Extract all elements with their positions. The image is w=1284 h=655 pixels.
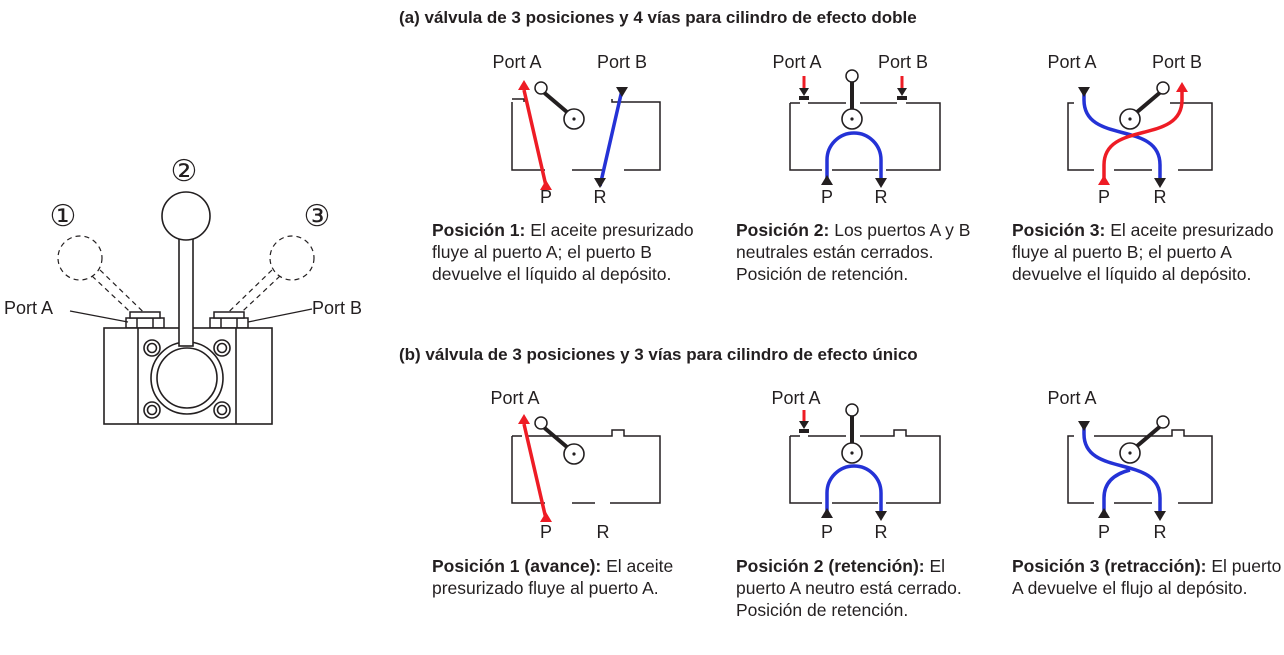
diagram-b3-port-a-label: Port A xyxy=(1047,388,1096,408)
diagram-b1-port-a-label: Port A xyxy=(490,388,539,408)
diagram-b1-p-label: P xyxy=(540,522,552,542)
port-b-callout: Port B xyxy=(312,298,362,318)
diagram-a1-return-line xyxy=(598,89,624,187)
diagram-a1-p-label: P xyxy=(540,187,552,207)
diagram-a2-p-label: P xyxy=(821,187,833,207)
caption-a2-heading: Posición 2: xyxy=(736,220,830,240)
diagram-b1-pressure-line xyxy=(522,423,548,520)
lever-position-3-label: ③ xyxy=(304,200,331,233)
section-a-title: (a) válvula de 3 posiciones y 4 vías par… xyxy=(399,8,917,27)
diagram-a3-return-line xyxy=(1082,92,1162,180)
diagram-a3-port-b-label: Port B xyxy=(1152,52,1202,72)
caption-b1: Posición 1 (avance): El aceite presuriza… xyxy=(432,555,722,599)
caption-b3-text: El puerto A devuelve el flujo al depósit… xyxy=(1012,556,1282,598)
caption-b1-heading: Posición 1 (avance): xyxy=(432,556,602,576)
diagram-b2-return-arc xyxy=(825,464,883,513)
caption-b2-text: El puerto A neutro está cerrado. Posició… xyxy=(736,556,962,620)
diagram-a3-pressure-line xyxy=(1102,92,1184,180)
port-b-fitting xyxy=(209,311,249,329)
caption-a2-text: Los puertos A y B neutrales están cerrad… xyxy=(736,220,971,284)
diagram-a3: Port A Port B P R xyxy=(1047,52,1213,207)
caption-b2: Posición 2 (retención): El puerto A neut… xyxy=(736,555,998,621)
diagram-a1-port-b-label: Port B xyxy=(597,52,647,72)
caption-a2: Posición 2: Los puertos A y B neutrales … xyxy=(736,219,991,285)
diagram-a1-r-label: R xyxy=(594,187,607,207)
lever-position-2-label: ② xyxy=(171,155,198,188)
port-a-callout: Port A xyxy=(4,298,53,318)
diagram-b3-r-label: R xyxy=(1154,522,1167,542)
diagram-b1: Port A P R xyxy=(490,388,661,542)
diagram-a2-return-arc xyxy=(825,131,883,180)
diagram-a1-pressure-line xyxy=(522,89,548,187)
diagram-a2-r-label: R xyxy=(875,187,888,207)
caption-b3: Posición 3 (retracción): El puerto A dev… xyxy=(1012,555,1282,599)
lever-handle xyxy=(161,191,211,347)
caption-a3-heading: Posición 3: xyxy=(1012,220,1106,240)
diagram-a2-port-a-label: Port A xyxy=(772,52,821,72)
diagram-a3-r-label: R xyxy=(1154,187,1167,207)
diagram-b2: Port A P R xyxy=(771,388,941,542)
diagram-a1-port-a-label: Port A xyxy=(492,52,541,72)
caption-a1-heading: Posición 1: xyxy=(432,220,526,240)
caption-b3-heading: Posición 3 (retracción): xyxy=(1012,556,1207,576)
caption-a1-text: El aceite presurizado fluye al puerto A;… xyxy=(432,220,694,284)
diagram-b3: Port A P R xyxy=(1047,388,1213,542)
diagram-a2: Port A Port B P R xyxy=(772,52,941,207)
diagram-b3-p-label: P xyxy=(1098,522,1110,542)
caption-a1: Posición 1: El aceite presurizado fluye … xyxy=(432,219,702,285)
diagram-b3-return-line xyxy=(1082,425,1162,513)
caption-a3: Posición 3: El aceite presurizado fluye … xyxy=(1012,219,1282,285)
diagram-a3-port-a-label: Port A xyxy=(1047,52,1096,72)
diagram-b2-p-label: P xyxy=(821,522,833,542)
diagram-a2-port-b-label: Port B xyxy=(878,52,928,72)
lever-valve-illustration: ① ② ③ Port A Port B xyxy=(4,155,362,425)
diagram-a3-p-label: P xyxy=(1098,187,1110,207)
diagram-b2-r-label: R xyxy=(875,522,888,542)
schematics-a: Port A Port B P R Port A Port B P R xyxy=(492,52,1213,207)
diagram-a1: Port A Port B P R xyxy=(492,52,661,207)
caption-a3-text: El aceite presurizado fluye al puerto B;… xyxy=(1012,220,1274,284)
diagram-b1-r-label: R xyxy=(597,522,610,542)
lever-position-1-label: ① xyxy=(50,200,77,233)
caption-b2-heading: Posición 2 (retención): xyxy=(736,556,925,576)
caption-b1-text: El aceite presurizado fluye al puerto A. xyxy=(432,556,674,598)
section-b-title: (b) válvula de 3 posiciones y 3 vías par… xyxy=(399,345,918,364)
diagram-b2-port-a-label: Port A xyxy=(771,388,820,408)
